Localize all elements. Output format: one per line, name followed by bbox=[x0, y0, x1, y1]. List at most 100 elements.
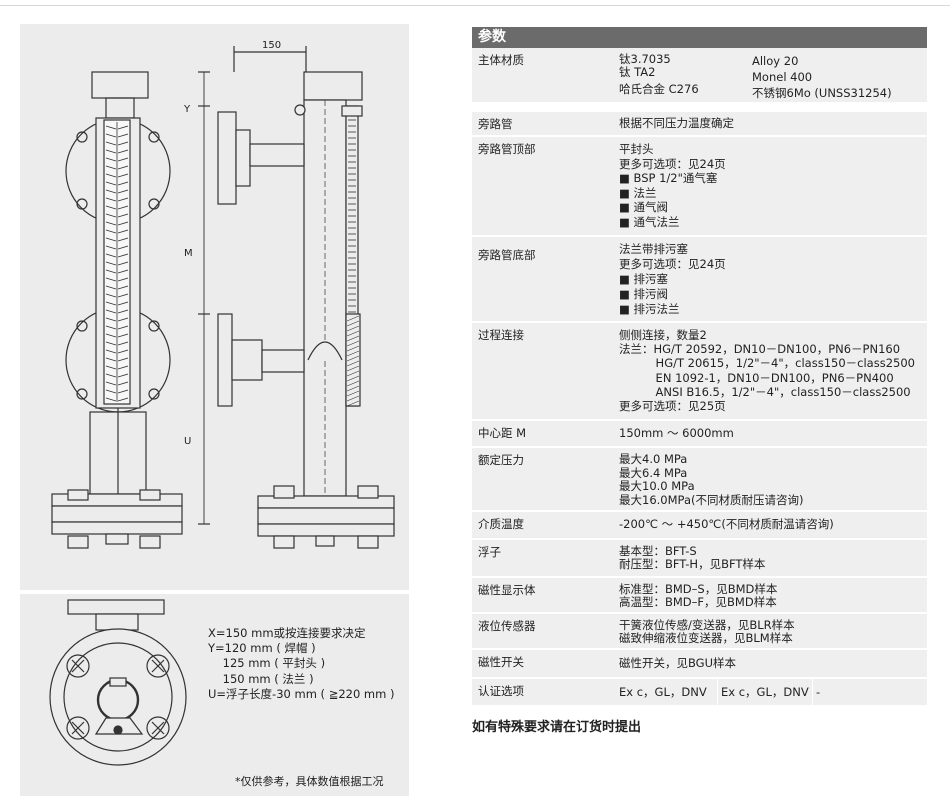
table-row: 额定压力 最大4.0 MPa 最大6.4 MPa 最大10.0 MPa 最大16… bbox=[472, 448, 927, 512]
row-value: ■ 排污塞 bbox=[619, 272, 669, 286]
material-value: 哈氏合金 C276 bbox=[619, 82, 699, 96]
row-value: 最大16.0MPa(不同材质耐压请咨询) bbox=[619, 492, 804, 507]
row-label: 磁性开关 bbox=[478, 655, 524, 669]
row-value: 更多可选项：见25页 bbox=[619, 399, 726, 414]
note-line: Y=120 mm ( 焊帽 ) bbox=[208, 641, 316, 656]
row-value: 磁性开关，见BGU样本 bbox=[619, 656, 737, 670]
cert-cell: Ex c，GL，DNV bbox=[619, 685, 707, 699]
gauge-front-side-svg: 150 Y M U bbox=[51, 40, 395, 549]
table-row: 旁路管底部 法兰带排污塞 更多可选项：见24页 ■ 排污塞 ■ 排污阀 ■ 排污… bbox=[472, 237, 927, 323]
table-row: 磁性开关 磁性开关，见BGU样本 bbox=[472, 650, 927, 679]
table-row: 浮子 基本型：BFT-S 耐压型：BFT-H，见BFT样本 bbox=[472, 540, 927, 578]
scale-tick bbox=[105, 157, 117, 162]
reference-footnote: *仅供参考，具体数值根据工况 bbox=[235, 775, 384, 788]
row-label: 旁路管顶部 bbox=[478, 142, 536, 156]
scale-tick bbox=[117, 285, 129, 290]
scale-tick bbox=[105, 213, 117, 218]
scale-tick bbox=[117, 205, 129, 210]
material-value: Alloy 20 bbox=[752, 54, 799, 68]
scale-tick bbox=[117, 221, 129, 226]
row-value: 标准型：BMD–S，见BMD样本 bbox=[619, 582, 778, 596]
scale-tick bbox=[117, 365, 129, 370]
scale-tick bbox=[117, 309, 129, 314]
dim-u-label: U bbox=[184, 436, 191, 447]
material-value: 钛 TA2 bbox=[619, 65, 656, 79]
scale-tick bbox=[105, 325, 117, 330]
material-value: Monel 400 bbox=[752, 70, 813, 84]
scale-tick bbox=[117, 349, 129, 354]
scale-tick bbox=[117, 301, 129, 306]
hatch-line bbox=[346, 335, 360, 342]
hatch-line bbox=[346, 315, 360, 322]
hatch-line bbox=[346, 385, 360, 392]
scale-tick bbox=[117, 141, 129, 146]
scale-tick bbox=[117, 341, 129, 346]
top-view-drawing bbox=[20, 594, 409, 796]
scale-tick bbox=[105, 293, 117, 298]
hatch-line bbox=[346, 340, 360, 347]
scale-tick bbox=[117, 125, 129, 130]
scale-tick bbox=[105, 269, 117, 274]
scale-tick bbox=[117, 277, 129, 282]
table-row: 过程连接 侧侧连接，数量2 法兰：HG/T 20592，DN10－DN100，P… bbox=[472, 323, 927, 421]
scale-tick bbox=[117, 149, 129, 154]
note-line: 125 mm ( 平封头 ) bbox=[208, 656, 326, 671]
scale-tick bbox=[105, 149, 117, 154]
scale-tick bbox=[117, 133, 129, 138]
scale-tick bbox=[117, 173, 129, 178]
scale-tick bbox=[117, 389, 129, 394]
scale-tick bbox=[105, 189, 117, 194]
row-value: EN 1092-1，DN10－DN100，PN6－PN400 bbox=[619, 370, 894, 385]
hatch-line bbox=[346, 330, 360, 337]
scale-tick bbox=[105, 357, 117, 362]
cert-cell: Ex c，GL，DNV bbox=[721, 685, 809, 699]
scale-tick bbox=[105, 197, 117, 202]
hatch-line bbox=[346, 380, 360, 387]
scale-tick bbox=[105, 381, 117, 386]
scale-tick bbox=[117, 397, 129, 402]
scale-tick bbox=[105, 277, 117, 282]
row-value: 磁致伸缩液位变送器，见BLM样本 bbox=[619, 631, 793, 645]
row-value: 根据不同压力温度确定 bbox=[619, 116, 734, 130]
scale-tick bbox=[117, 157, 129, 162]
scale-tick bbox=[105, 141, 117, 146]
scale-tick bbox=[105, 309, 117, 314]
scale-tick bbox=[117, 261, 129, 266]
note-line: U=浮子长度-30 mm ( ≧220 mm ) bbox=[208, 686, 395, 701]
hatch-line bbox=[346, 345, 360, 352]
scale-tick bbox=[117, 253, 129, 258]
row-value: ■ 法兰 bbox=[619, 185, 657, 200]
hatch-line bbox=[346, 370, 360, 377]
hatch-line bbox=[346, 325, 360, 332]
scale-tick bbox=[117, 293, 129, 298]
row-label: 浮子 bbox=[478, 545, 501, 559]
scale-tick bbox=[105, 261, 117, 266]
scale-tick bbox=[117, 325, 129, 330]
scale-tick bbox=[117, 181, 129, 186]
parameter-table: 参数 主体材质 钛3.7035 钛 TA2 哈氏合金 C276 Alloy 20… bbox=[472, 27, 927, 707]
material-value: 钛3.7035 bbox=[619, 52, 671, 66]
row-label: 主体材质 bbox=[478, 53, 524, 67]
row-value: 侧侧连接，数量2 bbox=[619, 328, 707, 342]
scale-tick bbox=[105, 333, 117, 338]
scale-tick bbox=[117, 237, 129, 242]
table-row: 主体材质 钛3.7035 钛 TA2 哈氏合金 C276 Alloy 20 Mo… bbox=[472, 48, 927, 104]
note-line: 150 mm ( 法兰 ) bbox=[208, 671, 314, 686]
row-value: -200℃ ～ +450℃(不同材质耐温请咨询) bbox=[619, 517, 834, 531]
hatch-line bbox=[346, 350, 360, 357]
scale-tick bbox=[117, 197, 129, 202]
cert-cell: - bbox=[816, 685, 821, 699]
hatch-line bbox=[346, 390, 360, 397]
scale-tick bbox=[105, 237, 117, 242]
table-header: 参数 bbox=[472, 27, 927, 48]
scale-tick bbox=[105, 181, 117, 186]
scale-tick bbox=[105, 221, 117, 226]
hatch-line bbox=[346, 320, 360, 327]
scale-tick bbox=[105, 317, 117, 322]
scale-tick bbox=[117, 269, 129, 274]
scale-tick bbox=[105, 397, 117, 402]
top-divider bbox=[0, 5, 950, 6]
row-label: 旁路管底部 bbox=[478, 248, 536, 262]
scale-tick bbox=[117, 189, 129, 194]
row-value: 法兰带排污塞 bbox=[619, 242, 688, 256]
